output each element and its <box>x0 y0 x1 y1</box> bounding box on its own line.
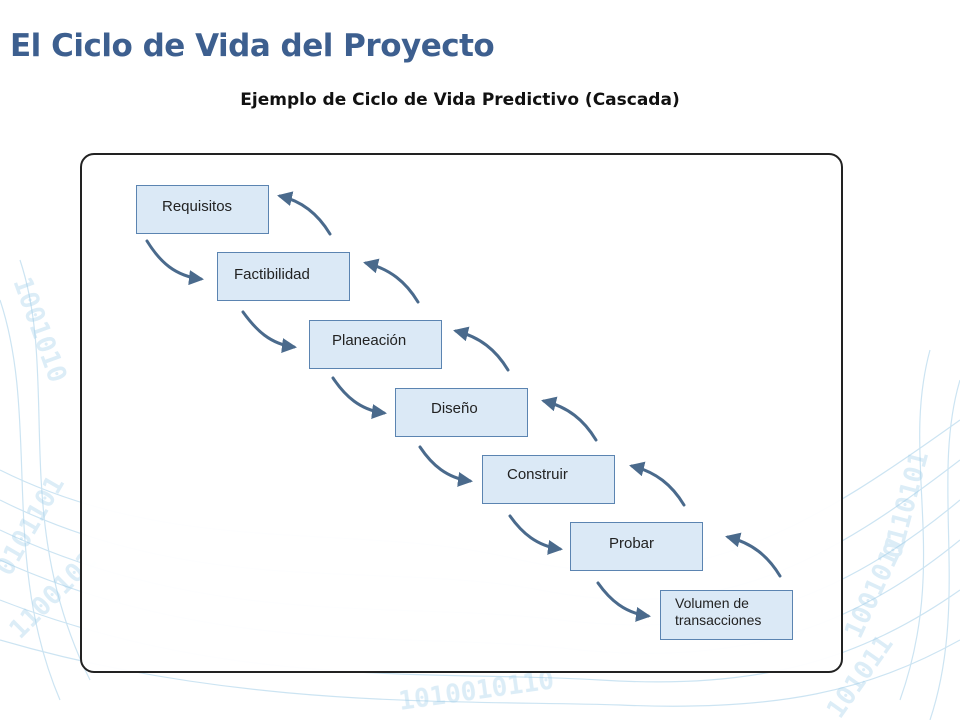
phase-box-probar: Probar <box>570 522 703 571</box>
phase-box-requisitos: Requisitos <box>136 185 269 234</box>
phase-label-volumen: Volumen de transacciones <box>675 595 762 628</box>
phase-label-planeacion: Planeación <box>332 332 407 349</box>
phase-label-diseno: Diseño <box>431 400 478 417</box>
phase-label-probar: Probar <box>609 535 655 552</box>
slide-subtitle: Ejemplo de Ciclo de Vida Predictivo (Cas… <box>240 90 680 110</box>
phase-box-planeacion: Planeación <box>309 320 442 369</box>
svg-text:0110101: 0110101 <box>878 448 935 562</box>
phase-box-diseno: Diseño <box>395 388 528 437</box>
phase-box-volumen: Volumen de transacciones <box>660 590 793 640</box>
svg-text:1001010: 1001010 <box>7 273 73 386</box>
phase-label-factibilidad: Factibilidad <box>234 266 310 283</box>
phase-box-factibilidad: Factibilidad <box>217 252 350 301</box>
phase-label-requisitos: Requisitos <box>162 198 233 215</box>
phase-label-construir: Construir <box>507 466 568 483</box>
phase-box-construir: Construir <box>482 455 615 504</box>
svg-text:1010010110: 1010010110 <box>397 665 556 716</box>
slide-title: El Ciclo de Vida del Proyecto <box>10 28 495 64</box>
